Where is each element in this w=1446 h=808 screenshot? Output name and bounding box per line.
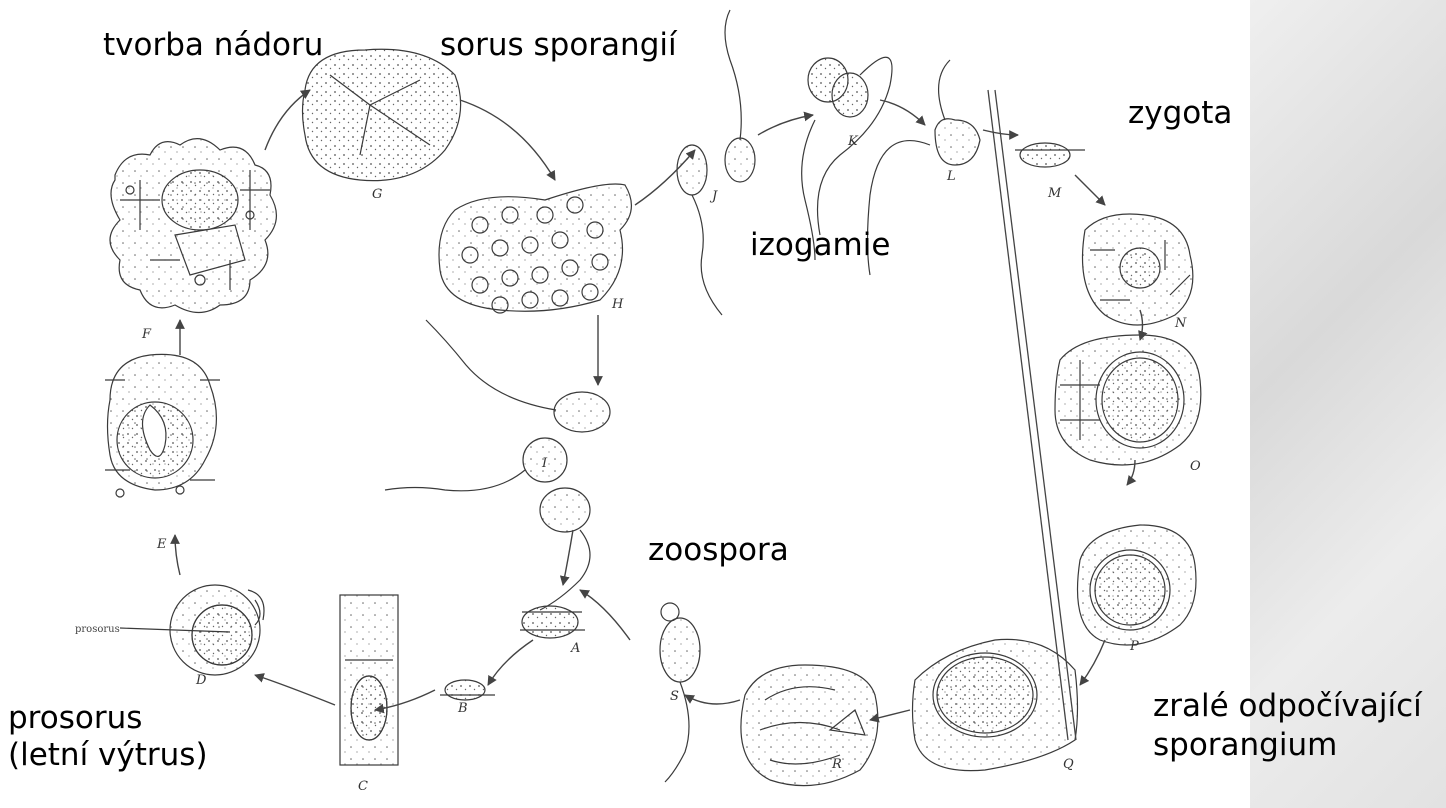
stage-s-zoospore: [660, 603, 700, 782]
stage-letter-k: K: [847, 134, 859, 149]
stage-e-cell: [105, 354, 220, 497]
stage-letter-s: S: [670, 689, 679, 704]
stage-r-germinating-sporangium: [741, 665, 878, 786]
stage-o-resting-spore: [1055, 335, 1201, 465]
stage-letter-j: J: [709, 189, 718, 204]
label-summer-spore: (letní výtrus): [8, 737, 208, 773]
stage-letter-l: L: [946, 169, 956, 184]
stage-n-host-cells: [1083, 214, 1193, 325]
slide-background-strip: [1250, 0, 1446, 808]
stage-letter-d: D: [195, 673, 207, 688]
stage-a-cell: [520, 606, 585, 638]
stage-m-zygote: [1015, 143, 1085, 167]
stage-d-prosorus-cell: [120, 585, 264, 675]
stage-letter-i: I: [541, 456, 548, 471]
stage-letter-c: C: [358, 779, 368, 794]
stage-letter-o: O: [1190, 459, 1201, 474]
label-tumor-formation: tvorba nádoru: [103, 27, 323, 63]
stage-letter-b: B: [457, 701, 468, 716]
label-isogamy: izogamie: [750, 227, 890, 263]
stage-letter-e: E: [156, 537, 167, 552]
stage-letter-h: H: [611, 297, 624, 312]
stage-letter-a: A: [570, 641, 580, 656]
stage-letter-f: F: [141, 327, 152, 342]
stage-p-sporangium-wall: [1078, 525, 1197, 645]
stage-letter-p: P: [1129, 639, 1139, 654]
cycle-arrows: [175, 90, 1143, 720]
stage-letter-n: N: [1174, 316, 1187, 331]
stage-i-zoospores: [385, 320, 610, 610]
stage-letter-q: Q: [1063, 757, 1074, 772]
label-sorus: sorus sporangií: [440, 27, 677, 63]
life-cycle-diagram: A B C D E F G H I J K L M N O P Q R S prosorus: [0, 0, 1250, 808]
stage-letter-g: G: [372, 187, 382, 202]
stage-letter-m: M: [1047, 186, 1062, 201]
stage-f-tumor-cells: [110, 139, 276, 313]
label-zygote: zygota: [1128, 95, 1232, 131]
stage-g-sorus: [303, 49, 461, 180]
stage-j-gametes: [677, 10, 755, 315]
label-sporangium: sporangium: [1153, 727, 1337, 763]
label-mature-resting: zralé odpočívající: [1153, 688, 1422, 724]
stage-c-elongated-cell: [340, 595, 398, 765]
stage-letter-r: R: [831, 757, 842, 772]
label-zoospore: zoospora: [648, 532, 789, 568]
stage-q-mature-sporangium: [913, 639, 1078, 770]
stage-h-sporangium: [439, 184, 631, 313]
label-prosorus: prosorus: [8, 700, 142, 736]
stage-b-cell: [440, 680, 495, 700]
inline-prosorus-label: prosorus: [75, 624, 120, 635]
